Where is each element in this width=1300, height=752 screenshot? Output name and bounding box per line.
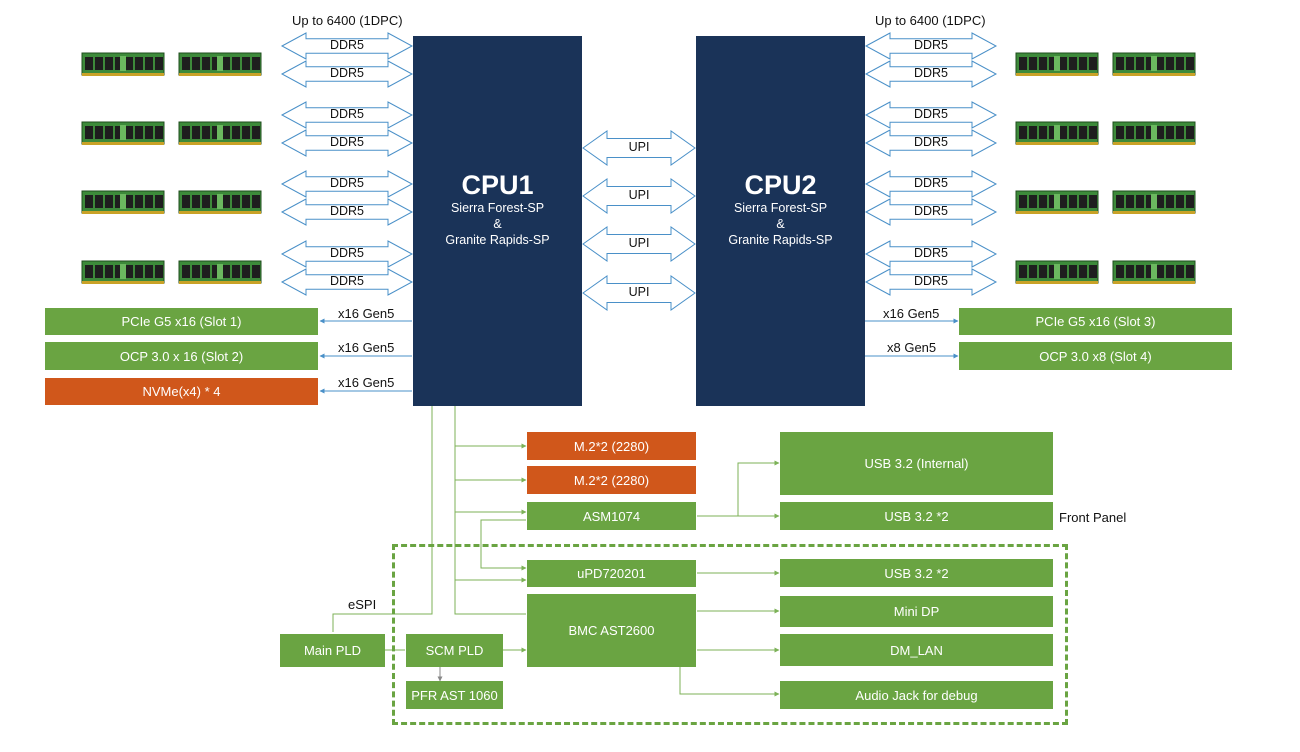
memory-module-icon — [1112, 187, 1196, 217]
ddr5-label-right-2: DDR5 — [913, 66, 949, 80]
cpu1-ampersand: & — [493, 217, 502, 231]
ddr5-arrow-left-3 — [280, 101, 414, 129]
ddr5-arrow-left-7 — [280, 240, 414, 268]
ddr5-arrow-right-8 — [864, 268, 998, 296]
main-pld-box: Main PLD — [280, 634, 385, 667]
memory-module-icon — [178, 257, 262, 287]
upi-arrow-3 — [582, 226, 696, 262]
m2-box-2: M.2*2 (2280) — [527, 466, 696, 494]
ddr5-label-right-1: DDR5 — [913, 38, 949, 52]
upi-arrow-1 — [582, 130, 696, 166]
ddr5-label-left-2: DDR5 — [329, 66, 365, 80]
ddr5-arrow-right-5 — [864, 170, 998, 198]
front-panel-label: Front Panel — [1059, 510, 1127, 525]
upi-label-2: UPI — [628, 188, 650, 202]
ddr5-label-right-4: DDR5 — [913, 135, 949, 149]
asm1074-box: ASM1074 — [527, 502, 696, 530]
dm-lan-box: DM_LAN — [780, 634, 1053, 666]
mini-dp-box: Mini DP — [780, 596, 1053, 627]
memory-module-icon — [178, 187, 262, 217]
cpu2-ampersand: & — [776, 217, 785, 231]
slot1-link-label: x16 Gen5 — [338, 306, 395, 321]
ddr5-arrow-left-8 — [280, 268, 414, 296]
slot2-link-label: x16 Gen5 — [338, 340, 395, 355]
ocp-slot4-box: OCP 3.0 x8 (Slot 4) — [959, 342, 1232, 370]
memory-module-icon — [81, 49, 165, 79]
pcie-slot1-box: PCIe G5 x16 (Slot 1) — [45, 308, 318, 335]
cpu2-block: CPU2 Sierra Forest-SP & Granite Rapids-S… — [696, 36, 865, 406]
ddr5-label-right-6: DDR5 — [913, 204, 949, 218]
ocp-slot2-box: OCP 3.0 x 16 (Slot 2) — [45, 342, 318, 370]
ddr5-label-left-1: DDR5 — [329, 38, 365, 52]
usb-internal-box: USB 3.2 (Internal) — [780, 432, 1053, 495]
ddr5-label-left-5: DDR5 — [329, 176, 365, 190]
ddr5-arrow-right-7 — [864, 240, 998, 268]
memory-module-icon — [81, 187, 165, 217]
memory-module-icon — [178, 49, 262, 79]
ddr5-channel-arrows — [280, 32, 998, 296]
ddr5-label-right-5: DDR5 — [913, 176, 949, 190]
ddr5-label-left-4: DDR5 — [329, 135, 365, 149]
upi-link-arrows — [582, 130, 696, 311]
upi-label-3: UPI — [628, 236, 650, 250]
ddr5-arrow-left-6 — [280, 198, 414, 226]
ddr5-label-right-3: DDR5 — [913, 107, 949, 121]
ddr5-label-left-7: DDR5 — [329, 246, 365, 260]
ddr5-label-left-6: DDR5 — [329, 204, 365, 218]
cpu1-family-1: Sierra Forest-SP — [450, 201, 545, 215]
usb-front-box: USB 3.2 *2 — [780, 502, 1053, 530]
memory-module-icon — [1112, 257, 1196, 287]
pcie-slot3-box: PCIe G5 x16 (Slot 3) — [959, 308, 1232, 335]
memory-module-icon — [178, 118, 262, 148]
ddr5-arrow-left-2 — [280, 60, 414, 88]
ddr5-arrow-right-4 — [864, 129, 998, 157]
memory-module-icon — [1015, 187, 1099, 217]
scm-pld-box: SCM PLD — [406, 634, 503, 667]
nvme-link-label: x16 Gen5 — [338, 375, 395, 390]
pfr-box: PFR AST 1060 — [406, 681, 503, 709]
cpu1-name: CPU1 — [461, 170, 534, 200]
audio-jack-box: Audio Jack for debug — [780, 681, 1053, 709]
ddr5-arrow-right-1 — [864, 32, 998, 60]
ddr5-arrow-right-2 — [864, 60, 998, 88]
bmc-box: BMC AST2600 — [527, 594, 696, 667]
ddr5-arrow-right-3 — [864, 101, 998, 129]
memory-module-icon — [81, 257, 165, 287]
usb-rear-box: USB 3.2 *2 — [780, 559, 1053, 587]
cpu1-family-2: Granite Rapids-SP — [445, 233, 550, 247]
io-link-lines — [319, 318, 959, 697]
upd720201-box: uPD720201 — [527, 560, 696, 587]
memory-module-icon — [81, 118, 165, 148]
upi-label-1: UPI — [628, 140, 650, 154]
ddr5-label-left-8: DDR5 — [329, 274, 365, 288]
ddr5-label-right-8: DDR5 — [913, 274, 949, 288]
upi-arrow-2 — [582, 178, 696, 214]
ddr5-arrow-right-6 — [864, 198, 998, 226]
espi-label: eSPI — [348, 597, 377, 612]
cpu2-name: CPU2 — [744, 170, 817, 200]
cpu2-family-1: Sierra Forest-SP — [733, 201, 828, 215]
cpu2-family-2: Granite Rapids-SP — [728, 233, 833, 247]
bmc-region-outline — [392, 544, 1068, 725]
memory-module-icon — [1015, 118, 1099, 148]
nvme-box: NVMe(x4) * 4 — [45, 378, 318, 405]
m2-box-1: M.2*2 (2280) — [527, 432, 696, 460]
memory-module-icon — [1015, 257, 1099, 287]
cpu1-block: CPU1 Sierra Forest-SP & Granite Rapids-S… — [413, 36, 582, 406]
right-memory-speed-label: Up to 6400 (1DPC) — [875, 13, 986, 28]
slot3-link-label: x16 Gen5 — [883, 306, 940, 321]
ddr5-label-right-7: DDR5 — [913, 246, 949, 260]
ddr5-arrow-left-5 — [280, 170, 414, 198]
slot4-link-label: x8 Gen5 — [887, 340, 937, 355]
memory-module-icon — [1112, 118, 1196, 148]
upi-arrow-4 — [582, 275, 696, 311]
left-memory-speed-label: Up to 6400 (1DPC) — [292, 13, 403, 28]
ddr5-arrow-left-1 — [280, 32, 414, 60]
memory-module-icon — [1112, 49, 1196, 79]
ddr5-arrow-left-4 — [280, 129, 414, 157]
upi-label-4: UPI — [628, 285, 650, 299]
memory-module-icon — [1015, 49, 1099, 79]
ddr5-label-left-3: DDR5 — [329, 107, 365, 121]
